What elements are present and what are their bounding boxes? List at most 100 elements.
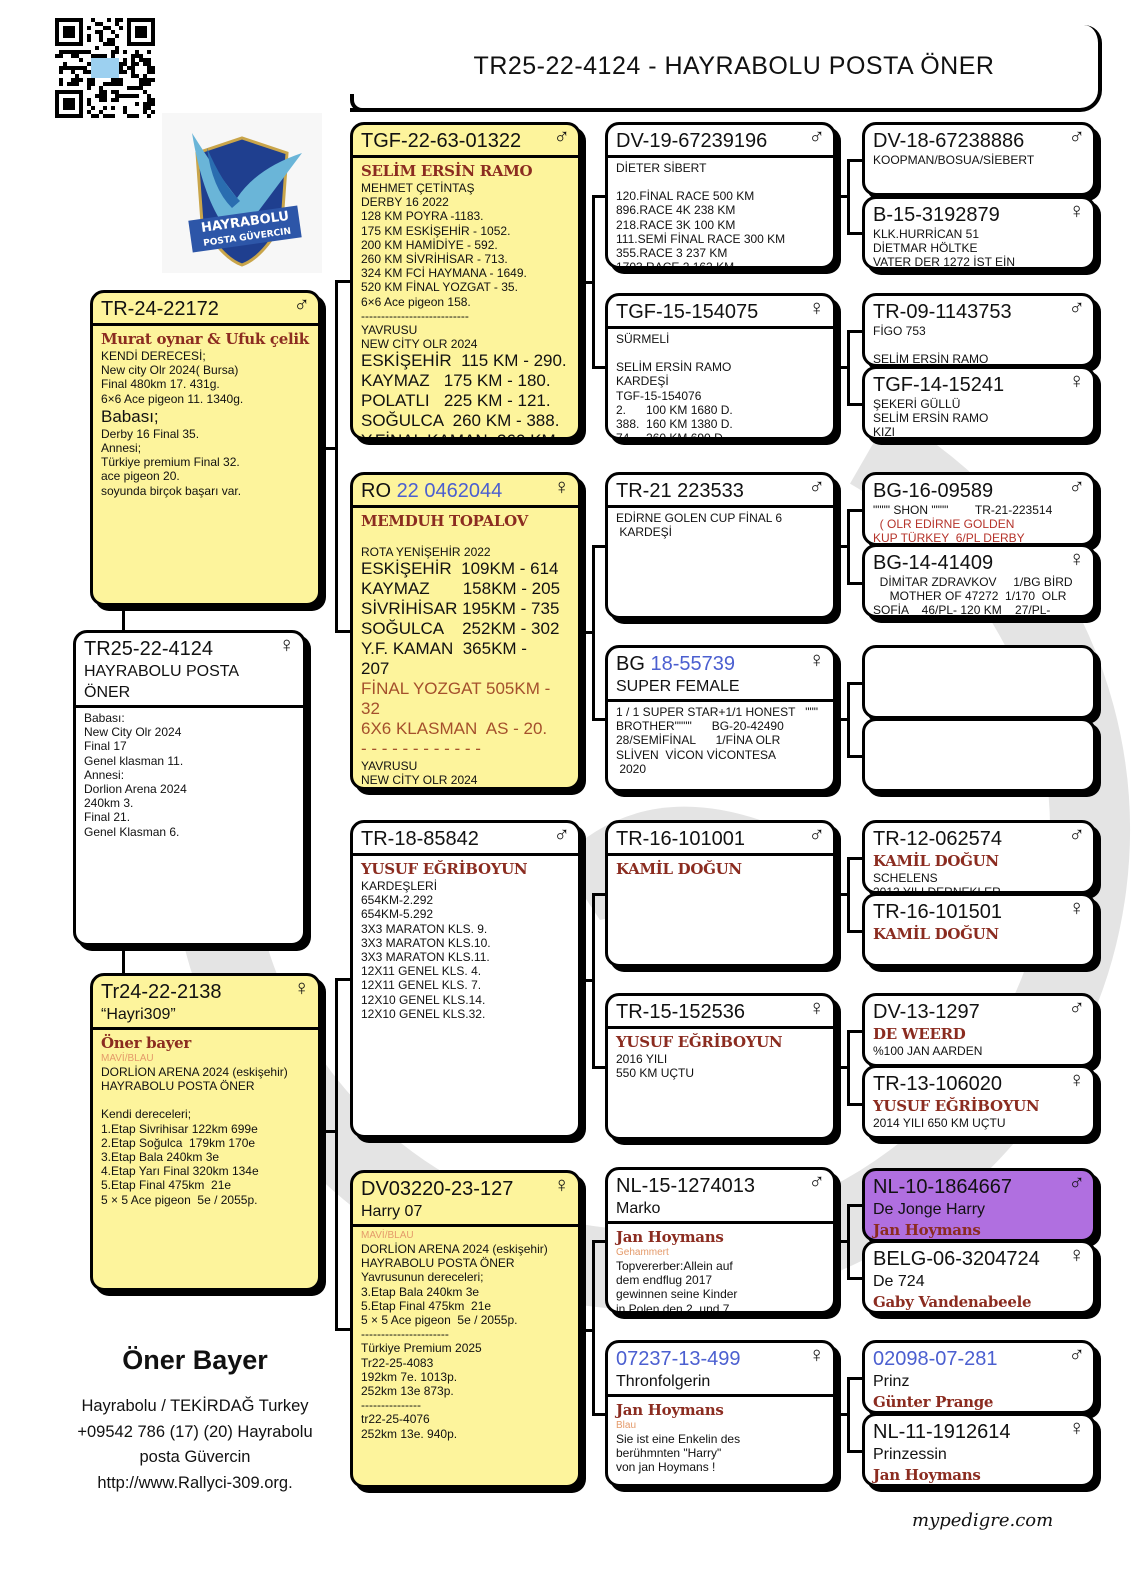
card-header: TR-16-101501♀	[865, 896, 1093, 924]
connector	[581, 631, 593, 634]
empty-pigeon-card[interactable]	[862, 645, 1096, 719]
connector	[592, 1240, 606, 1243]
note-line: DERBY 16 2022	[361, 195, 449, 210]
note-line: KARDEŞİ	[616, 525, 673, 540]
pigeon-card-sds[interactable]: TR-21 223533♂EDİRNE GOLEN CUP FİNAL 6 KA…	[605, 472, 836, 619]
female-icon: ♀	[553, 474, 571, 499]
card-header: Tr24-22-2138♀“Hayri309”	[93, 976, 318, 1030]
pigeon-card-sdsd[interactable]: BG-14-41409♀ DİMİTAR ZDRAVKOV 1/BG BİRD …	[862, 544, 1096, 618]
pigeon-card-dssd[interactable]: TR-16-101501♀KAMİL DOĞUN	[862, 893, 1096, 967]
note-line: 12X11 GENEL KLS. 4.	[361, 964, 482, 979]
ring-number: DV03220-23-127	[361, 1177, 548, 1201]
note-line: SLİVEN VİCON VİCONTESA	[616, 747, 777, 762]
ring-number-link[interactable]: 22 0462044	[396, 480, 503, 502]
connector	[847, 1030, 850, 1106]
connector	[581, 281, 593, 284]
owner-name: Murat oynar & Ufuk çelik	[101, 330, 309, 348]
connector	[847, 755, 863, 758]
pigeon-card-dss[interactable]: TR-16-101001♂KAMİL DOĞUN	[605, 820, 836, 967]
note-line: SÜRMELİ	[616, 332, 670, 346]
ring-prefix: BG-14-41409	[873, 552, 994, 574]
connector	[335, 280, 351, 283]
empty-pigeon-card[interactable]	[862, 718, 1096, 792]
ring-prefix: TR-16-101501	[873, 901, 1002, 923]
ring-prefix: Tr24-22-2138	[101, 981, 222, 1003]
male-icon: ♂	[808, 124, 826, 149]
note-line: ESKİŞEHİR 115 KM - 290	[361, 788, 570, 790]
note-line: 252km 13e 873p.	[361, 1384, 454, 1399]
connector	[847, 1204, 863, 1207]
card-header: TR-18-85842♂	[353, 823, 578, 856]
ring-number-link[interactable]: 18-55739	[650, 653, 735, 675]
note-line: 111.SEMİ FİNAL RACE 300 KM	[616, 231, 786, 246]
note-line: KAYMAZ 175 KM - 180.	[361, 371, 551, 391]
note-line: Dorlion Arena 2024	[84, 782, 187, 797]
note-line: POLATLI 225 KM - 121.	[361, 391, 551, 411]
card-header: B-15-3192879♀	[865, 199, 1093, 227]
note-line: Genel Klasman 6.	[84, 824, 180, 839]
brand-logo[interactable]: mypedigre.com	[912, 1510, 1054, 1531]
connector	[847, 509, 850, 585]
note-line: 5.Etap Final 475km 21e	[361, 1298, 492, 1313]
ring-prefix: TGF-22-63-01322	[361, 130, 522, 152]
ring-prefix: TR-12-062574	[873, 828, 1002, 850]
connector	[847, 682, 850, 758]
note-line: dem endflug 2017	[616, 1273, 713, 1288]
pigeon-card-sdss[interactable]: BG-16-09589♂"""" SHON """" TR-21-223514 …	[862, 472, 1096, 546]
note-line: 5 × 5 Ace pigeon 5e / 2055p.	[101, 1192, 258, 1207]
card-header: 07237-13-499♀Thronfolgerin	[608, 1343, 833, 1397]
owner-name: KAMİL DOĞUN	[873, 925, 999, 943]
pigeon-card-dsds[interactable]: DV-13-1297♂DE WEERD%100 JAN AARDEN	[862, 993, 1096, 1067]
note-line: New City Olr 2024	[84, 725, 182, 740]
pigeon-name: Harry 07	[361, 1203, 423, 1220]
connector	[836, 1240, 848, 1243]
card-header: BELG-06-3204724♀	[865, 1243, 1093, 1271]
note-line: %100 JAN AARDEN	[873, 1044, 983, 1058]
card-header: RO 22 0462044♀	[353, 475, 578, 508]
note-line: KIZI	[873, 425, 896, 440]
card-body: KAMİL DOĞUN	[608, 856, 833, 879]
card-header: TR-24-22172♂	[93, 293, 318, 326]
ring-number-link[interactable]: 02098-07-281	[873, 1348, 998, 1370]
ring-number-link[interactable]: 07237-13-499	[616, 1348, 741, 1370]
male-icon: ♂	[1068, 1342, 1086, 1367]
note-line: TGF-15-154076	[616, 388, 702, 403]
ring-number: BG 18-55739	[616, 652, 803, 676]
ring-number: B-15-3192879	[873, 203, 1063, 227]
note-line: Final 480km 17. 431g.	[101, 377, 220, 392]
breeder-website[interactable]: http://www.Rallyci-309.org.	[97, 1473, 293, 1492]
owner-name: KAMİL DOĞUN	[873, 852, 999, 870]
note-line: 200 KM HAMİDİYE - 592.	[361, 237, 498, 252]
pigeon-card-ssss[interactable]: DV-18-67238886♂KOOPMAN/BOSUA/SİEBERT	[862, 122, 1096, 196]
ring-number: TR-24-22172	[101, 297, 288, 321]
note-line	[873, 338, 1085, 352]
connector	[592, 545, 606, 548]
owner-name: YUSUF EĞRİBOYUN	[361, 860, 528, 878]
connector	[592, 195, 595, 369]
